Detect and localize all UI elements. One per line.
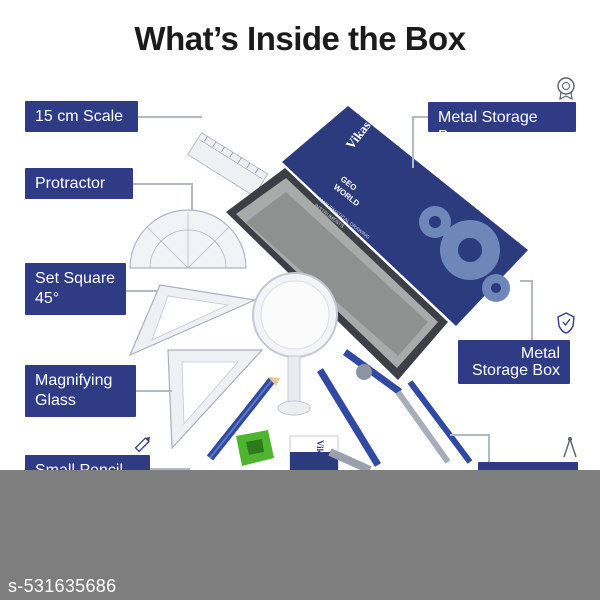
scale-ruler — [187, 131, 269, 197]
compass — [317, 349, 473, 474]
label-set-square: Set Square 45° — [25, 263, 126, 315]
pencil-icon — [134, 436, 151, 453]
connector-protractor — [133, 183, 193, 185]
badge-icon — [557, 77, 575, 101]
connector-compass — [488, 434, 490, 464]
label-metal-storage-box-top: Metal Storage Box — [428, 102, 576, 145]
footer-overlay — [0, 470, 600, 600]
label-metal-storage-top-text: Metal Storage Box — [438, 109, 538, 145]
label-protractor: Protractor — [25, 168, 133, 199]
sharpener — [236, 430, 274, 466]
pencil — [206, 377, 280, 461]
protractor — [129, 209, 247, 269]
label-magnifying-line2: Glass — [35, 392, 76, 409]
connector-set-square — [126, 290, 158, 292]
shield-icon — [557, 312, 575, 334]
connector-scale — [138, 116, 202, 118]
label-15cm-scale-text: 15 cm Scale — [35, 108, 124, 125]
connector-protractor-down — [191, 183, 193, 211]
set-square — [128, 284, 258, 357]
compass-icon — [563, 437, 577, 458]
label-magnifying-line1: Magnifying — [35, 372, 113, 389]
connector-metal-right — [531, 280, 533, 340]
set-square-60 — [167, 349, 264, 450]
connector-metal-top — [412, 116, 430, 118]
label-15cm-scale: 15 cm Scale — [25, 101, 138, 132]
connector-metal-right-h — [520, 280, 532, 282]
page-title: What’s Inside the Box — [134, 20, 466, 57]
label-protractor-text: Protractor — [35, 175, 106, 192]
label-metal-storage-box: Metal Storage Box — [458, 340, 570, 384]
connector-metal-top-down — [412, 116, 414, 168]
magnifying-glass — [252, 272, 338, 416]
label-set-square-line2: 45° — [35, 290, 60, 307]
storage-box-lid: Vikas' GEO WORLD MATHEMATICAL DRAWING IN… — [282, 106, 528, 326]
connector-pencil — [150, 468, 190, 470]
label-metal-storage-line1: Metal — [520, 345, 560, 362]
label-magnifying-glass: Magnifying Glass — [25, 365, 136, 417]
watermark-id: s-531635686 — [8, 576, 117, 596]
storage-box-tray — [226, 168, 448, 380]
connector-compass-h — [450, 434, 490, 436]
eraser-brand: Vikas' — [315, 440, 325, 464]
connector-magnifying — [136, 390, 172, 392]
label-metal-storage-line2: Storage Box — [471, 362, 560, 379]
label-set-square-line1: Set Square — [35, 270, 116, 287]
